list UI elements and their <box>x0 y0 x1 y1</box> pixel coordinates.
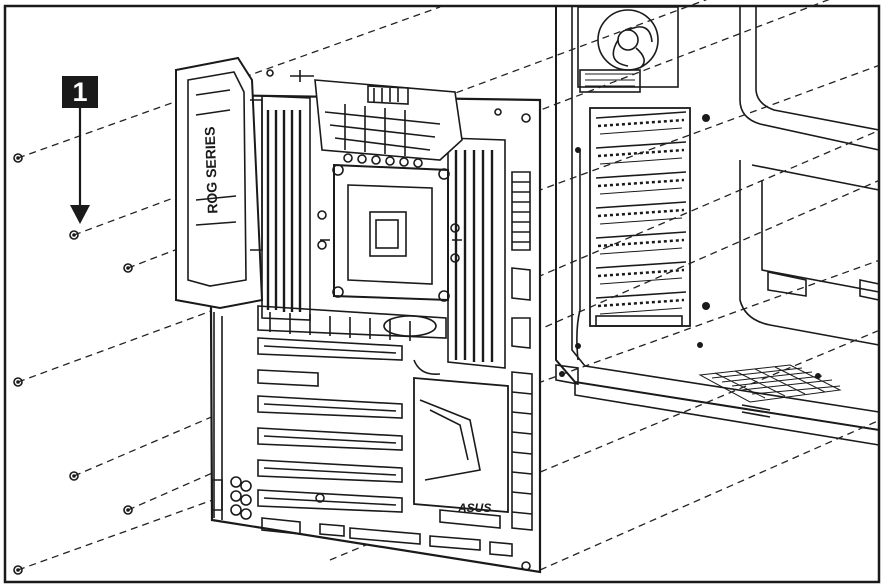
pch-heatsink <box>257 305 447 341</box>
asus-logo: ASUS <box>457 501 491 515</box>
sata-ports <box>511 371 533 531</box>
armor-logo-text: ROG SERIES <box>201 126 220 214</box>
cpu-socket <box>320 163 462 302</box>
chipset-cover: ASUS <box>413 377 509 515</box>
step-number-badge: 1 <box>62 76 98 108</box>
arrow-down-icon <box>70 108 90 224</box>
dimm-slots-right <box>447 137 506 369</box>
pcie-slots <box>257 337 403 513</box>
mounting-screw <box>13 153 133 575</box>
board-screw-hole <box>266 69 531 571</box>
motherboard: ROG SERIES <box>175 56 542 574</box>
io-armor-cover: ROG SERIES <box>175 56 264 310</box>
capacitors <box>230 153 460 520</box>
bottom-headers <box>261 509 513 557</box>
atx-24pin-connector <box>511 171 531 349</box>
rear-fan <box>577 6 679 93</box>
dimm-slots-left <box>261 95 311 321</box>
vrm-heatsink <box>314 79 463 161</box>
computer-case <box>555 6 880 446</box>
